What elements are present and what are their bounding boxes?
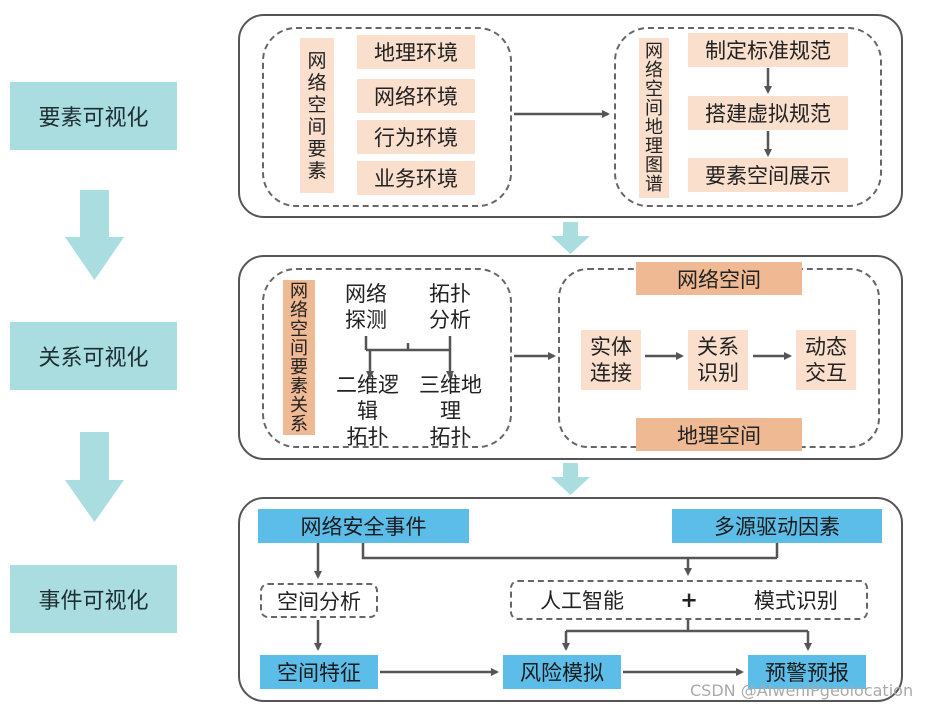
risk-sim-box: 风险模拟: [503, 655, 621, 689]
atlas-title-text: 网络空间地理图谱: [645, 41, 663, 195]
logic-topology-label: 二维逻辑拓扑: [330, 373, 405, 449]
element-behavior: 行为环境: [357, 120, 475, 154]
elements-title-text: 网络空间要素: [307, 49, 327, 182]
flow-relation-recognition: 关系识别: [688, 330, 748, 390]
geo-topology-label: 三维地理拓扑: [413, 373, 488, 449]
relations-group: [262, 268, 512, 448]
relations-title: 网络空间要素关系: [283, 280, 315, 435]
stage-element-visualization: 要素可视化: [10, 82, 177, 150]
elements-title: 网络空间要素: [300, 38, 334, 193]
panel-arrow-down-2: [551, 463, 590, 495]
atlas-group: [614, 27, 882, 207]
security-event-text: 网络安全事件: [300, 515, 427, 539]
element-geo: 地理环境: [357, 35, 475, 69]
flow-label: 动态交互: [805, 335, 847, 385]
flow-label: 实体连接: [590, 335, 632, 385]
stage-arrow-down-1: [65, 190, 124, 280]
elements-group: [262, 27, 512, 207]
spatial-analysis-text: 空间分析: [277, 589, 361, 614]
relations-title-text: 网络空间要素关系: [290, 280, 308, 435]
probe-text: 网络探测: [345, 282, 387, 332]
geo-space-band: 地理空间: [636, 418, 802, 451]
spatial-analysis-box: 空间分析: [260, 583, 378, 618]
flow-label: 关系识别: [697, 335, 739, 385]
cyber-space-band: 网络空间: [636, 262, 802, 295]
atlas-step-label: 要素空间展示: [705, 164, 831, 188]
cyber-space-text: 网络空间: [677, 267, 761, 292]
flow-dynamic-interaction: 动态交互: [796, 330, 856, 390]
plus-sign: +: [680, 588, 698, 612]
element-label: 网络环境: [374, 85, 458, 109]
atlas-step-build: 搭建虚拟规范: [688, 96, 848, 130]
atlas-title: 网络空间地理图谱: [639, 38, 669, 198]
security-event-box: 网络安全事件: [258, 509, 469, 543]
watermark-text: CSDN @AIwenIPgeolocation: [690, 681, 914, 700]
watermark: CSDN @AIwenIPgeolocation: [690, 681, 913, 700]
element-label: 地理环境: [374, 41, 458, 65]
atlas-step-standard: 制定标准规范: [688, 33, 848, 67]
element-label: 行为环境: [374, 126, 458, 150]
multi-source-text: 多源驱动因素: [714, 515, 840, 539]
stage-arrow-down-2: [65, 432, 124, 522]
pattern-text: 模式识别: [753, 589, 838, 613]
spatial-feature-box: 空间特征: [260, 655, 378, 689]
element-business: 业务环境: [357, 161, 475, 195]
multi-source-box: 多源驱动因素: [672, 509, 882, 543]
element-label: 业务环境: [374, 167, 458, 191]
risk-sim-text: 风险模拟: [520, 661, 604, 685]
stage-relation-visualization: 关系可视化: [10, 322, 177, 390]
probe-label: 网络探测: [336, 280, 396, 334]
stage-label: 关系可视化: [38, 346, 149, 371]
atlas-step-label: 制定标准规范: [705, 39, 831, 63]
flow-entity-connection: 实体连接: [581, 330, 641, 390]
stage-label: 事件可视化: [38, 589, 149, 614]
geo-topology-text: 三维地理拓扑: [419, 373, 482, 449]
logic-topology-text: 二维逻辑拓扑: [336, 373, 399, 449]
topology-analysis-label: 拓扑分析: [420, 280, 480, 334]
atlas-step-display: 要素空间展示: [688, 158, 848, 192]
geo-space-text: 地理空间: [677, 423, 761, 448]
element-network: 网络环境: [357, 79, 475, 113]
warning-box: 预警预报: [748, 655, 866, 689]
spatial-feature-text: 空间特征: [277, 661, 361, 685]
stage-label: 要素可视化: [38, 106, 149, 131]
topology-analysis-text: 拓扑分析: [429, 282, 471, 332]
atlas-step-label: 搭建虚拟规范: [705, 102, 831, 126]
warning-text: 预警预报: [765, 661, 849, 685]
panel-arrow-down-1: [551, 222, 590, 254]
stage-event-visualization: 事件可视化: [10, 565, 177, 633]
ai-text: 人工智能: [540, 589, 625, 613]
ai-pattern-box: 人工智能 + 模式识别: [510, 580, 868, 620]
